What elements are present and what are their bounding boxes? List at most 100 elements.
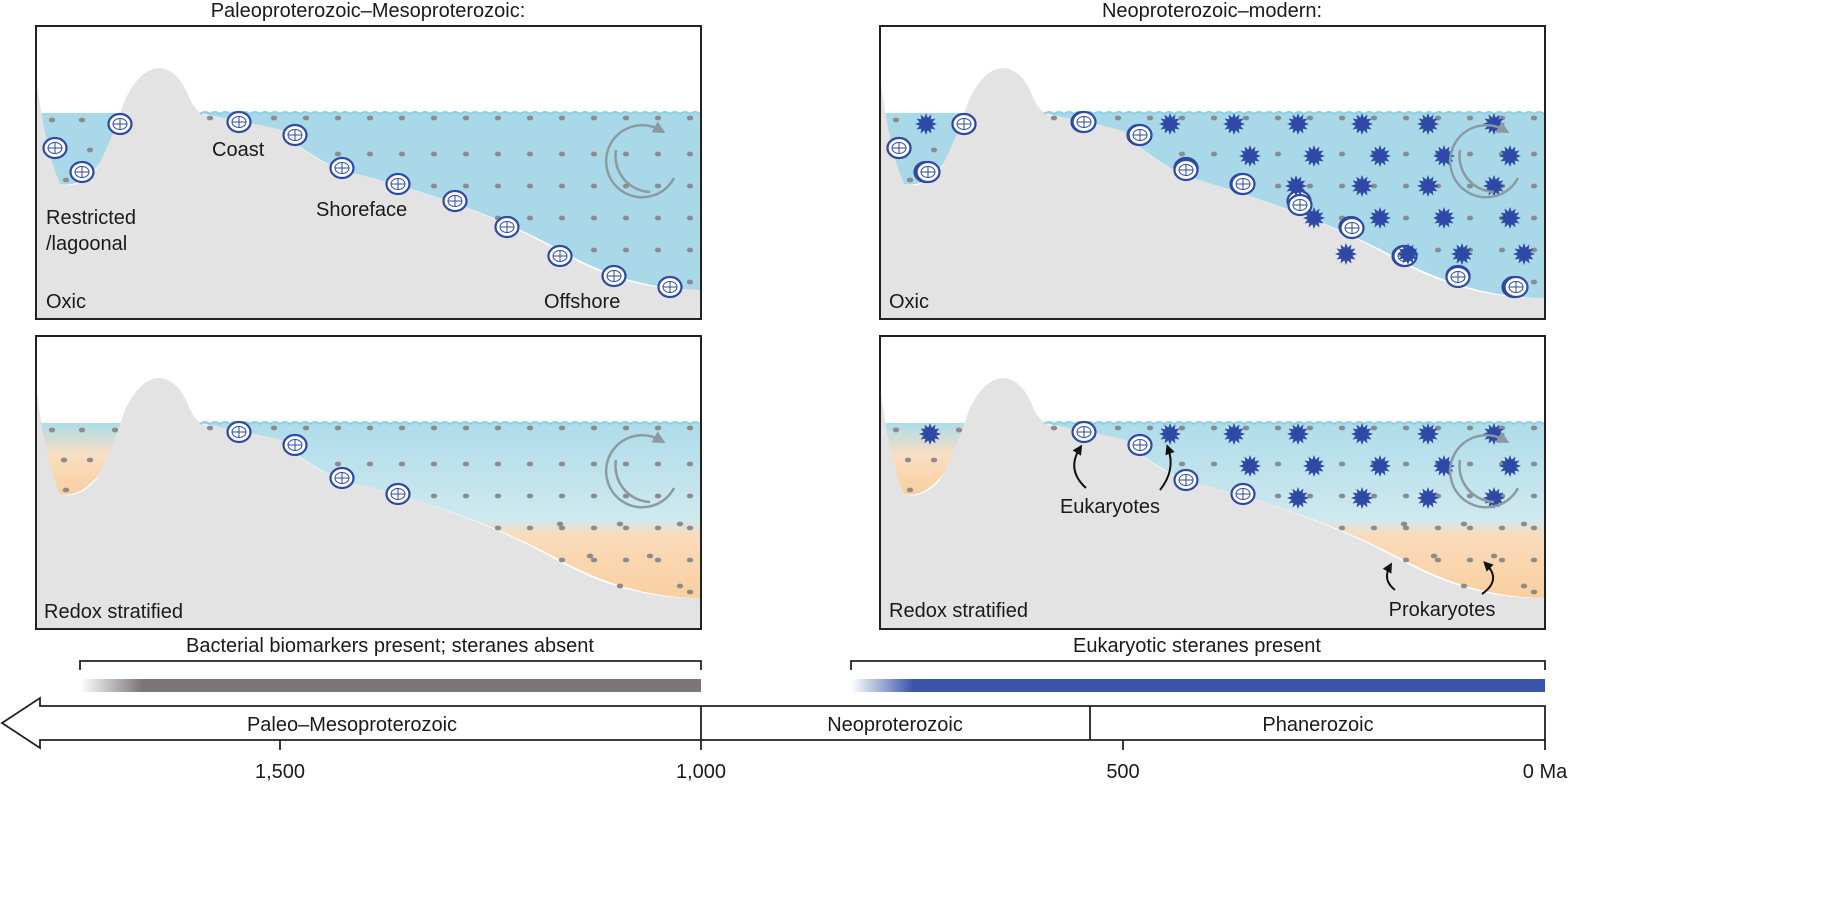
bacterium-dot: [930, 147, 938, 153]
bacterium-dot: [430, 115, 438, 121]
bacterium-dot: [1338, 151, 1346, 157]
bacterium-dot: [1402, 151, 1410, 157]
bacterium-dot: [462, 151, 470, 157]
eukaryote-cell: [1071, 110, 1097, 134]
label-offshore: Offshore: [544, 291, 620, 313]
bacterium-dot: [1050, 425, 1058, 431]
eukaryote-cell: [494, 215, 520, 239]
bacterium-dot: [1466, 525, 1474, 531]
bacterium-dot: [1430, 553, 1438, 559]
bacterium-dot: [590, 215, 598, 221]
bacterium-dot: [1370, 493, 1378, 499]
bacterium-dot: [526, 115, 534, 121]
algal-cell: [1351, 175, 1373, 197]
bacteria-dots: [48, 425, 694, 595]
eukaryote-cell: [951, 112, 977, 136]
sterane-biomarker-bar: [851, 679, 1545, 692]
tick-1500: 1,500: [255, 761, 305, 783]
era-neoproterozoic: Neoproterozoic: [827, 714, 963, 736]
bacterium-dot: [558, 215, 566, 221]
bacterium-dot: [302, 115, 310, 121]
algal-eukaryotes: [919, 423, 1521, 509]
bacterium-dot: [494, 183, 502, 189]
bacterium-dot: [654, 557, 662, 563]
bacterium-dot: [676, 521, 684, 527]
bacterium-dot: [462, 425, 470, 431]
bacterium-dot: [1178, 425, 1186, 431]
eukaryote-cell: [1127, 123, 1153, 147]
bacterium-dot: [1460, 521, 1468, 527]
bacterium-dot: [1178, 151, 1186, 157]
bacterium-dot: [1370, 183, 1378, 189]
bacterium-dot: [462, 461, 470, 467]
bacterium-dot: [590, 525, 598, 531]
bacterium-dot: [676, 583, 684, 589]
bacterium-dot: [590, 247, 598, 253]
eukaryote-cell: [1339, 216, 1365, 240]
algal-cell: [1483, 175, 1505, 197]
bacterium-dot: [1466, 115, 1474, 121]
bacterium-dot: [526, 215, 534, 221]
lagoon-water: [36, 113, 124, 185]
bacterium-dot: [1338, 425, 1346, 431]
bacterium-dot: [1530, 151, 1538, 157]
bacterial-bracket: [79, 660, 702, 670]
bacterium-dot: [616, 583, 624, 589]
bacterium-dot: [78, 117, 86, 123]
bacterium-dot: [1466, 215, 1474, 221]
eukaryote-cell: [385, 172, 411, 196]
bacterium-dot: [1530, 425, 1538, 431]
bacterium-dot: [60, 457, 68, 463]
bacterium-dot: [1338, 525, 1346, 531]
tick-500: 500: [1106, 761, 1139, 783]
eukaryote-cell: [1287, 193, 1313, 217]
eukaryote-cell: [282, 123, 308, 147]
bacterium-dot: [398, 425, 406, 431]
sterane-caption: Eukaryotic steranes present: [1073, 635, 1321, 657]
eukaryote-pointer-2: [1159, 444, 1175, 491]
label-eukaryotes: Eukaryotes: [1060, 496, 1160, 518]
eukaryote-cell: [1230, 172, 1256, 196]
bacterium-dot: [1338, 115, 1346, 121]
bacterium-dot: [1306, 425, 1314, 431]
bacterium-dot: [1242, 115, 1250, 121]
bacterium-dot: [686, 183, 694, 189]
eukaryote-cells: [886, 110, 1529, 299]
bacterium-dot: [646, 553, 654, 559]
bacterium-dot: [1370, 525, 1378, 531]
bacterium-dot: [1434, 557, 1442, 563]
bacterium-dot: [558, 425, 566, 431]
bacterium-dot: [1402, 493, 1410, 499]
bacterium-dot: [590, 461, 598, 467]
label-restricted: Restricted: [46, 207, 136, 229]
bacterium-dot: [86, 147, 94, 153]
bacterium-dot: [622, 183, 630, 189]
circulation-arrow: [604, 431, 676, 509]
bacterium-dot: [1178, 115, 1186, 121]
label-oxic-right: Oxic: [889, 291, 929, 313]
tick-1000: 1,000: [676, 761, 726, 783]
circulation-arrow: [604, 121, 676, 199]
eukaryote-cell: [547, 244, 573, 268]
algal-cell: [1287, 487, 1309, 509]
bacterium-dot: [622, 525, 630, 531]
bacterium-dot: [430, 461, 438, 467]
bacterium-dot: [1402, 525, 1410, 531]
bacterium-dot: [1466, 557, 1474, 563]
bacterium-dot: [1402, 557, 1410, 563]
bacterium-dot: [1338, 461, 1346, 467]
bacterium-dot: [892, 117, 900, 123]
bacterium-dot: [622, 215, 630, 221]
bacterium-dot: [1530, 557, 1538, 563]
eukaryote-cell: [282, 433, 308, 457]
eukaryote-cell: [329, 466, 355, 490]
bacterium-dot: [430, 151, 438, 157]
right-column-title: Neoproterozoic–modern:: [1102, 0, 1322, 22]
bacterium-dot: [1274, 461, 1282, 467]
timeline-arrow: [0, 696, 1546, 750]
label-redox-right: Redox stratified: [889, 600, 1028, 622]
eukaryote-cell: [107, 112, 133, 136]
algal-cell: [1433, 207, 1455, 229]
algal-cell: [1335, 243, 1357, 265]
bacterium-dot: [1402, 115, 1410, 121]
